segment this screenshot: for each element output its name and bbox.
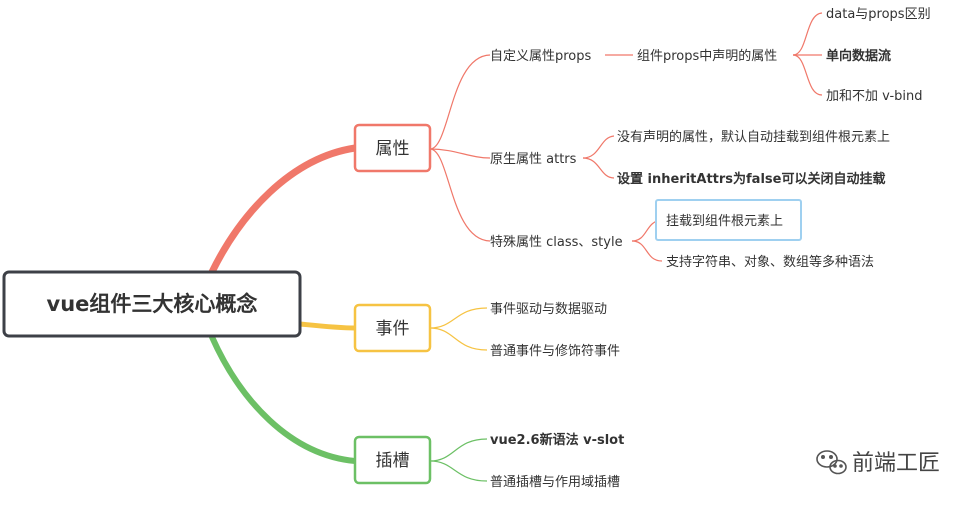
connector-native-inherit	[582, 157, 615, 179]
topic-one-way-flow[interactable]: 单向数据流	[826, 48, 891, 64]
connector-native-auto	[582, 135, 615, 159]
topic-mount-root-selected[interactable]: 挂载到组件根元素上	[655, 199, 802, 241]
topic-v-bind[interactable]: 加和不加 v-bind	[826, 89, 923, 104]
branch-label-slots: 插槽	[376, 451, 410, 471]
branch-node-slots[interactable]: 插槽	[353, 435, 432, 485]
topic-native-attrs[interactable]: 原生属性 attrs	[490, 152, 577, 167]
topic-scoped-slots[interactable]: 普通插槽与作用域插槽	[490, 475, 620, 490]
connector-root-slots	[209, 334, 358, 464]
topic-custom-props[interactable]: 自定义属性props	[490, 49, 592, 64]
branch-label-events: 事件	[376, 319, 410, 339]
topic-syntax-support[interactable]: 支持字符串、对象、数组等多种语法	[666, 254, 874, 270]
connector-declared-vbind	[792, 54, 823, 96]
topic-special-attrs[interactable]: 特殊属性 class、style	[490, 235, 623, 250]
branch-node-events[interactable]: 事件	[353, 303, 432, 353]
connector-root-events	[297, 321, 358, 331]
connector-root-attrs	[208, 144, 359, 276]
root-node[interactable]: vue组件三大核心概念	[2, 270, 302, 338]
connector-declared-diff	[792, 12, 823, 56]
connector-attrs-special	[429, 148, 491, 242]
root-label: vue组件三大核心概念	[47, 292, 258, 316]
connector-attrs-props	[429, 54, 491, 150]
connector-special-syntax	[631, 240, 663, 262]
topic-mount-root: 挂载到组件根元素上	[666, 214, 783, 229]
topic-auto-mount[interactable]: 没有声明的属性，默认自动挂载到组件根元素上	[617, 129, 890, 145]
topic-inherit-attrs[interactable]: 设置 inheritAttrs为false可以关闭自动挂载	[617, 171, 885, 187]
topic-declared-props[interactable]: 组件props中声明的属性	[637, 48, 777, 64]
connector-events-driven	[429, 307, 488, 329]
branch-node-attrs[interactable]: 属性	[353, 123, 432, 173]
connector-slots-vslot	[429, 438, 488, 462]
watermark: 前端工匠	[816, 450, 940, 476]
watermark-label: 前端工匠	[852, 451, 940, 476]
topic-modifier-events[interactable]: 普通事件与修饰符事件	[490, 343, 620, 359]
topic-data-vs-props[interactable]: data与props区别	[826, 7, 931, 22]
wechat-icon	[816, 450, 847, 475]
connector-slots-scoped	[429, 460, 488, 482]
branch-label-attrs: 属性	[376, 139, 410, 159]
connector-attrs-native	[429, 148, 491, 159]
topic-v-slot[interactable]: vue2.6新语法 v-slot	[490, 432, 624, 448]
connector-events-modifier	[429, 327, 488, 351]
topic-event-driven[interactable]: 事件驱动与数据驱动	[490, 302, 607, 317]
